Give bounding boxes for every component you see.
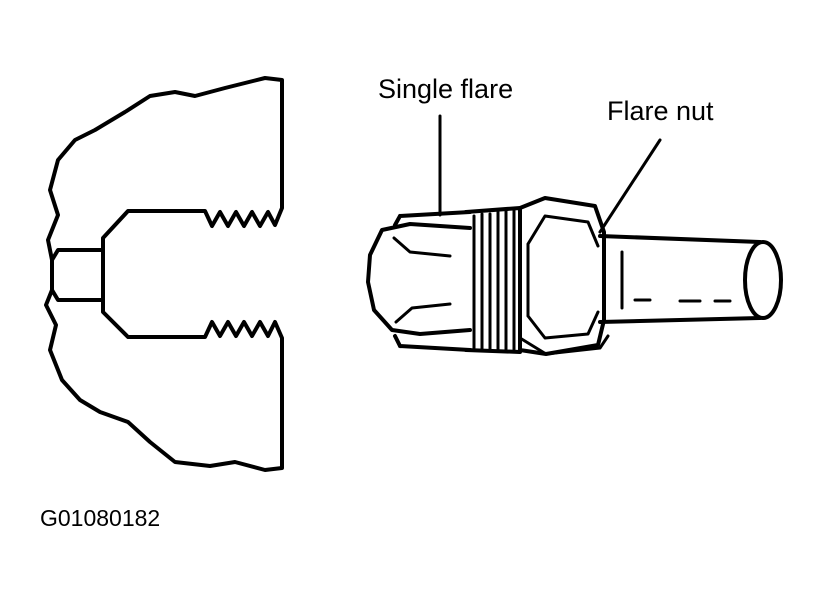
figure-id: G01080182 [40,505,161,531]
tube-highlight [620,250,732,310]
flare-nut-leader [598,138,662,234]
fitting-body-lower-outline [44,288,284,472]
tube-end [743,240,783,320]
single-flare-inner [392,236,452,324]
tube [598,234,762,324]
flare-body [393,210,472,352]
fitting-body-bore [50,248,105,302]
single-flare [366,222,472,336]
flare-nut-hex-faces [526,214,600,340]
fitting-body-cross-section [44,76,284,472]
tube-and-flare-nut-assembly [366,114,783,356]
single-flare-label: Single flare [378,74,514,104]
flare-nut-threads [472,208,516,354]
flare-nut-label: Flare nut [607,96,714,126]
flare-nut-bottom-lip [518,334,610,356]
fitting-body-upper-outline [46,76,284,262]
flare-nut-hex [518,196,606,356]
